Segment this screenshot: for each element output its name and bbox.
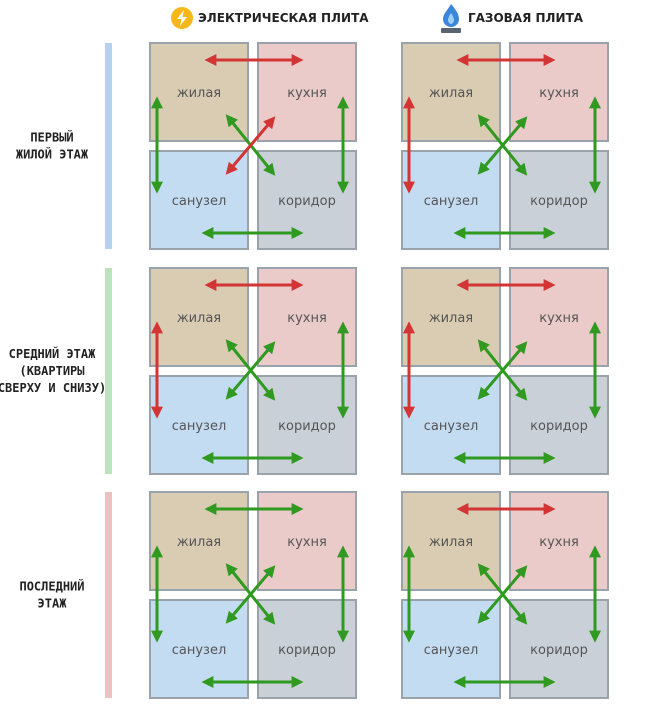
room-kitchen-label: кухня	[539, 86, 579, 101]
room-kitchen-label: кухня	[287, 311, 327, 326]
arrow-kitchen-bathroom	[225, 116, 276, 175]
room-living-label: жилая	[177, 535, 221, 550]
arrow-kitchen-bathroom	[477, 341, 528, 400]
panel-last-electric: жилая кухня санузел коридор	[149, 491, 357, 699]
panel-middle-gas: жилая кухня санузел коридор	[401, 267, 609, 475]
header-electric: ЭЛЕКТРИЧЕСКАЯ ПЛИТА	[171, 7, 369, 29]
arrow-kitchen-bathroom	[225, 341, 276, 400]
row-middle-bar	[105, 268, 112, 474]
room-kitchen-label: кухня	[287, 535, 327, 550]
row-last-label: ПОСЛЕДНИЙ ЭТАЖ	[19, 579, 84, 611]
arrow-kitchen-bathroom	[225, 565, 276, 624]
room-living-label: жилая	[429, 86, 473, 101]
header-gas: ГАЗОВАЯ ПЛИТА	[441, 4, 584, 33]
room-corridor-label: коридор	[530, 419, 588, 434]
row-first-bar	[105, 43, 112, 249]
room-bathroom-label: санузел	[424, 643, 479, 658]
room-corridor-label: коридор	[278, 419, 336, 434]
room-kitchen-label: кухня	[539, 311, 579, 326]
room-living-label: жилая	[429, 311, 473, 326]
room-kitchen-label: кухня	[287, 86, 327, 101]
row-label-line: (КВАРТИРЫ	[19, 364, 84, 378]
room-living-label: жилая	[429, 535, 473, 550]
room-corridor-label: коридор	[278, 194, 336, 209]
gas-flame-icon	[441, 4, 461, 33]
arrow-kitchen-bathroom	[477, 116, 528, 175]
room-corridor-label: коридор	[278, 643, 336, 658]
header-gas-label: ГАЗОВАЯ ПЛИТА	[468, 11, 584, 25]
row-first-label: ПЕРВЫЙ ЖИЛОЙ ЭТАЖ	[16, 130, 89, 162]
lightning-icon	[171, 7, 193, 29]
room-bathroom-label: санузел	[172, 643, 227, 658]
room-bathroom-label: санузел	[424, 194, 479, 209]
row-label-line: ПЕРВЫЙ	[30, 130, 73, 145]
row-last-bar	[105, 492, 112, 698]
room-corridor-label: коридор	[530, 643, 588, 658]
panel-first-electric: жилая кухня санузел коридор	[149, 42, 357, 250]
row-label-line: ЖИЛОЙ ЭТАЖ	[16, 147, 89, 162]
row-middle: СРЕДНИЙ ЭТАЖ (КВАРТИРЫ СВЕРХУ И СНИЗУ) жила…	[0, 267, 609, 475]
panel-last-gas: жилая кухня санузел коридор	[401, 491, 609, 699]
room-living-label: жилая	[177, 311, 221, 326]
room-kitchen-label: кухня	[539, 535, 579, 550]
row-first: ПЕРВЫЙ ЖИЛОЙ ЭТАЖ жилая кухня санузел коридор…	[16, 42, 609, 250]
row-label-line: СРЕДНИЙ ЭТАЖ	[9, 346, 96, 361]
panel-first-gas: жилая кухня санузел коридор	[401, 42, 609, 250]
room-bathroom-label: санузел	[172, 194, 227, 209]
room-bathroom-label: санузел	[424, 419, 479, 434]
row-middle-label: СРЕДНИЙ ЭТАЖ (КВАРТИРЫ СВЕРХУ И СНИЗУ)	[0, 346, 106, 395]
row-label-line: ПОСЛЕДНИЙ	[19, 579, 84, 594]
row-label-line: СВЕРХУ И СНИЗУ)	[0, 381, 106, 395]
row-label-line: ЭТАЖ	[38, 597, 68, 611]
arrow-kitchen-bathroom	[477, 565, 528, 624]
header-electric-label: ЭЛЕКТРИЧЕСКАЯ ПЛИТА	[198, 11, 369, 25]
room-corridor-label: коридор	[530, 194, 588, 209]
room-living-label: жилая	[177, 86, 221, 101]
panel-middle-electric: жилая кухня санузел коридор	[149, 267, 357, 475]
room-bathroom-label: санузел	[172, 419, 227, 434]
